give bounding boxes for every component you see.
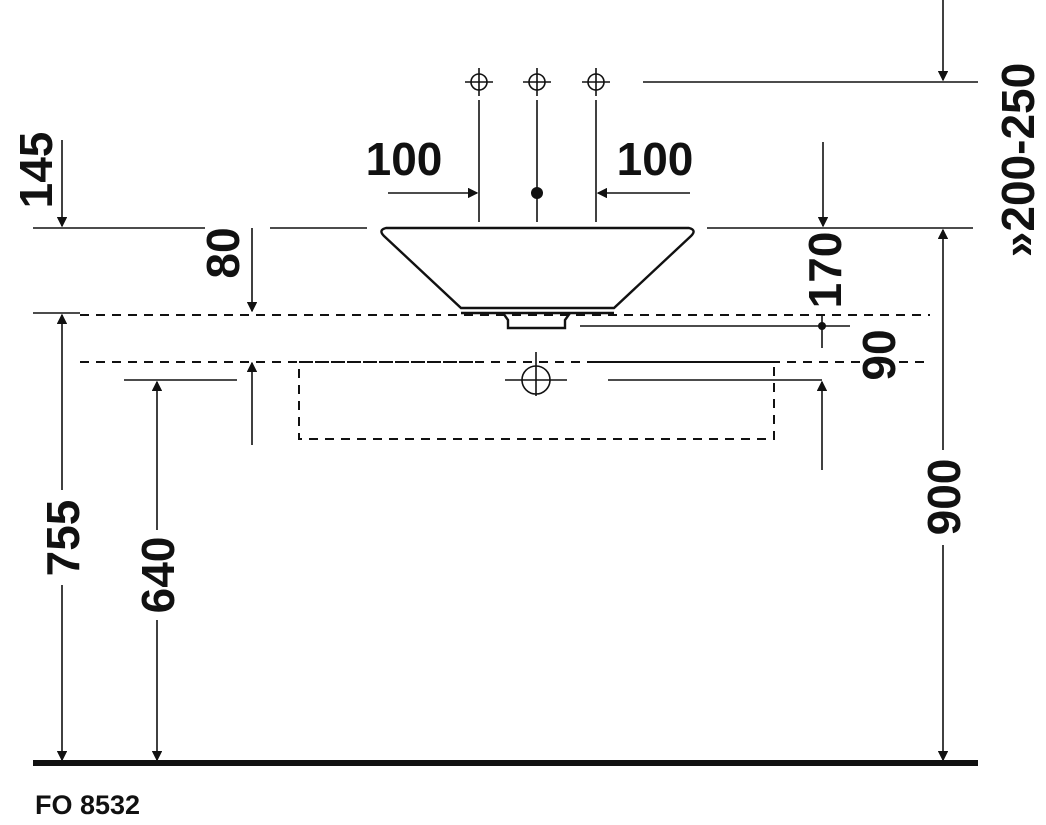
basin-outline — [380, 226, 695, 330]
dim-tap-range: »200-250 — [992, 63, 1044, 257]
dim-drain-height: 640 — [132, 537, 184, 614]
dim-counter-height: 755 — [37, 500, 89, 577]
drawing-code: FO 8532 — [35, 790, 140, 820]
dim-tap-spacing-right: 100 — [617, 133, 694, 185]
dim-basin-height: 80 — [197, 227, 249, 278]
dim-tap-height: 170 — [799, 232, 851, 309]
dim-height-above-rim: 145 — [10, 132, 62, 209]
dim-waste-offset: 90 — [853, 329, 905, 380]
dim-rim-height: 900 — [918, 459, 970, 536]
dim-tap-spacing-left: 100 — [366, 133, 443, 185]
tap-symbols — [465, 68, 978, 222]
